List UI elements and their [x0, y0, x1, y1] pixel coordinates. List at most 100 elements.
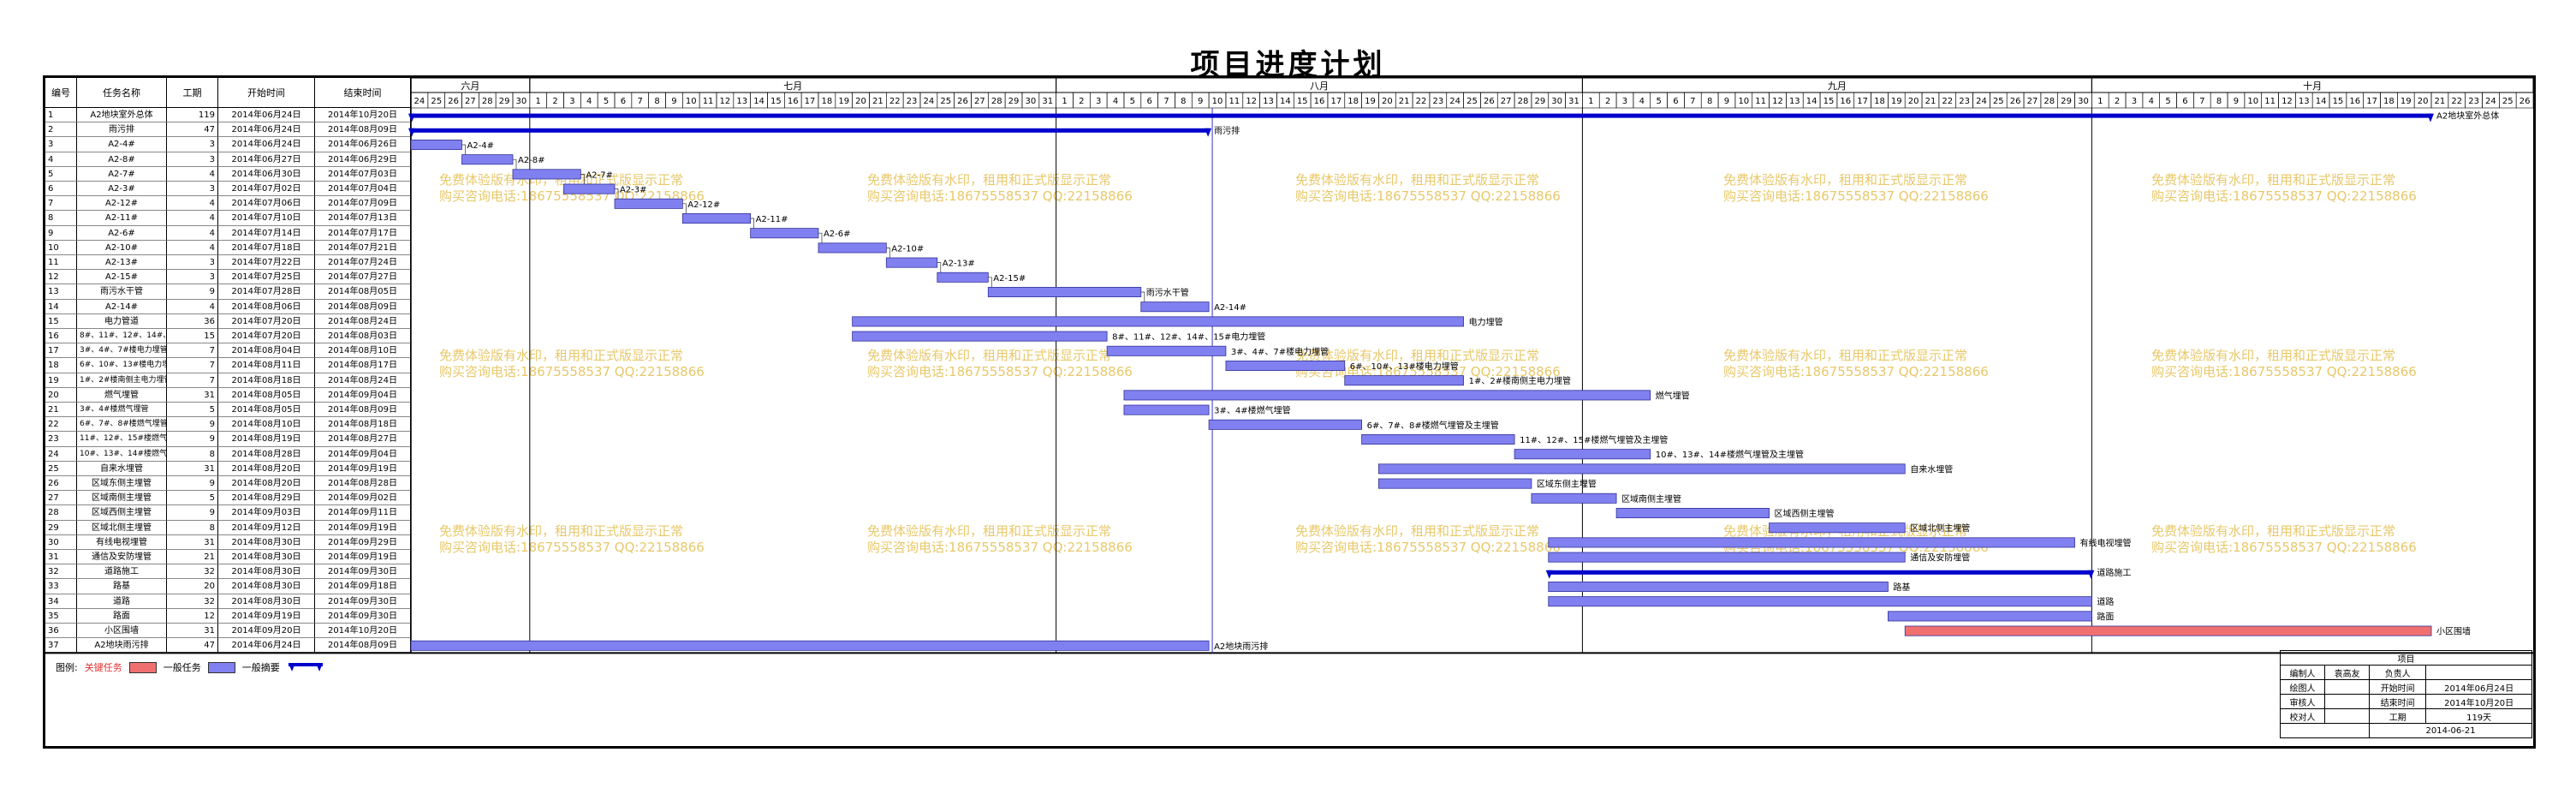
task-bar[interactable] [852, 316, 1464, 327]
watermark: 免费体验版有水印，租用和正式版显示正常购买咨询电话:18675558537 QQ… [867, 523, 1133, 556]
gantt-bar-group[interactable]: A2地块室外总体 [408, 110, 2499, 122]
gantt-bar-group[interactable]: A2-3# [563, 183, 647, 195]
task-bar[interactable] [1208, 419, 1362, 430]
gantt-bar-group[interactable]: A2-6# [750, 228, 851, 240]
gantt-bar-group[interactable]: A2-11# [681, 212, 788, 224]
gantt-bar-group[interactable]: 区域西侧主埋管 [1615, 507, 1835, 519]
gantt-bar-group[interactable]: 道路施工 [1545, 567, 2132, 579]
task-name: 燃气埋管 [77, 387, 167, 403]
gantt-bar-group[interactable]: 通信及安防埋管 [1548, 552, 1970, 564]
task-bar[interactable] [1140, 301, 1210, 313]
task-bar[interactable] [1361, 433, 1515, 445]
col-header-id: 编号 [45, 78, 77, 108]
gantt-bar-group[interactable]: 1#、2#楼南侧主电力埋管 [1344, 375, 1571, 386]
task-bar[interactable] [987, 286, 1142, 297]
task-bar[interactable] [1378, 463, 1906, 475]
gantt-bar-group[interactable]: A2-4# [410, 140, 494, 151]
month-label: 七月 [783, 81, 802, 92]
critical-task-bar[interactable] [1904, 625, 2432, 636]
gantt-bar-group[interactable]: 区域北侧主埋管 [1769, 522, 1971, 534]
summary-bar[interactable] [1548, 570, 2092, 575]
gantt-bar-group[interactable]: 电力埋管 [852, 316, 1503, 327]
gantt-bar-group[interactable]: A2-13# [885, 257, 975, 269]
task-id: 22 [45, 417, 77, 433]
task-bar[interactable] [512, 169, 581, 180]
task-bar[interactable] [410, 640, 1210, 651]
gantt-bar-group[interactable]: 6#、10#、13#楼电力埋管 [1225, 360, 1459, 372]
task-bar[interactable] [1225, 360, 1346, 371]
gantt-bar-group[interactable]: 3#、4#、7#楼电力埋管 [1106, 345, 1329, 357]
task-name: A2-12# [77, 196, 167, 212]
task-bar[interactable] [1344, 375, 1464, 386]
info-checker-label: 校对人 [2279, 708, 2326, 724]
day-label: 25 [431, 97, 442, 106]
gantt-bar-group[interactable]: A2-15# [937, 272, 1026, 284]
task-duration: 3 [167, 137, 218, 152]
gantt-bar-group[interactable]: A2-7# [512, 169, 613, 181]
task-bar[interactable] [1548, 596, 2092, 607]
gantt-bar-group[interactable]: 雨污排 [408, 125, 1240, 137]
task-start: 2014年08月30日 [218, 564, 315, 580]
task-bar[interactable] [1378, 478, 1532, 489]
task-bar[interactable] [1123, 390, 1651, 401]
task-bar[interactable] [1123, 404, 1210, 415]
task-bar[interactable] [852, 331, 1108, 342]
task-bar[interactable] [1615, 507, 1770, 518]
bar-label: A2-11# [756, 215, 788, 224]
gantt-bar-group[interactable]: 6#、7#、8#楼燃气埋管及主埋管 [1208, 419, 1499, 431]
task-bar[interactable] [1548, 582, 1889, 593]
task-name: A2-7# [77, 166, 167, 182]
task-bar[interactable] [818, 242, 887, 254]
task-bar[interactable] [885, 257, 938, 268]
gantt-bar-group[interactable]: 10#、13#、14#楼燃气埋管及主埋管 [1514, 449, 1804, 460]
gantt-bar-group[interactable]: 道路 [1548, 596, 2115, 607]
task-bar[interactable] [750, 228, 819, 239]
task-bar[interactable] [1769, 522, 1906, 534]
summary-bar[interactable] [411, 113, 2432, 118]
task-start: 2014年07月20日 [218, 329, 315, 344]
gantt-bar-group[interactable]: 雨污水干管 [987, 286, 1189, 298]
watermark-line: 免费体验版有水印，租用和正式版显示正常 [439, 523, 684, 539]
gantt-bar-group[interactable]: 小区围墙 [1904, 625, 2471, 637]
gantt-bar-group[interactable]: A2-8# [461, 154, 545, 166]
task-bar[interactable] [1106, 345, 1227, 356]
gantt-bar-group[interactable]: A2-10# [818, 242, 924, 254]
gantt-bar-group[interactable]: 8#、11#、12#、14#、15#电力埋管 [852, 331, 1266, 343]
gantt-bar-group[interactable]: A2地块雨污排 [410, 640, 1268, 652]
task-bar[interactable] [614, 198, 683, 209]
gantt-bar-group[interactable]: A2-14# [1140, 301, 1246, 313]
task-bar[interactable] [1531, 493, 1617, 504]
day-label: 17 [1857, 97, 1868, 106]
gantt-bar-group[interactable]: 路基 [1548, 582, 1911, 593]
task-start: 2014年08月30日 [218, 594, 315, 609]
info-drawer [2324, 679, 2371, 695]
gantt-bar-group[interactable]: 区域南侧主埋管 [1531, 493, 1681, 504]
task-start: 2014年08月10日 [218, 417, 315, 433]
task-bar[interactable] [937, 272, 989, 283]
gantt-sheet: 免费体验版有水印，租用和正式版显示正常购买咨询电话:18675558537 QQ… [43, 75, 2536, 749]
day-label: 22 [1416, 97, 1427, 106]
gantt-bar-group[interactable]: A2-12# [614, 198, 720, 210]
legend-normal-label: 一般任务 [163, 662, 201, 673]
task-bar[interactable] [1548, 537, 2075, 548]
gantt-bar-group[interactable]: 有线电视埋管 [1548, 537, 2132, 548]
task-bar[interactable] [563, 183, 616, 194]
gantt-bar-group[interactable]: 路面 [1887, 611, 2114, 622]
task-id: 5 [45, 166, 77, 182]
task-name: A2-3# [77, 182, 167, 197]
gantt-bar-group[interactable]: 区域东侧主埋管 [1378, 478, 1597, 490]
dependency-link [750, 218, 754, 229]
gantt-bar-group[interactable]: 3#、4#楼燃气埋管 [1123, 404, 1291, 416]
task-bar[interactable] [461, 154, 514, 165]
gantt-bar-group[interactable]: 燃气埋管 [1123, 390, 1690, 401]
gantt-bar-group[interactable]: 自来水埋管 [1378, 463, 1953, 475]
task-bar[interactable] [681, 212, 752, 224]
day-label: 28 [1518, 97, 1529, 106]
task-bar[interactable] [1887, 611, 2092, 622]
task-bar[interactable] [1514, 449, 1651, 460]
day-label: 10 [2247, 97, 2258, 106]
summary-bar[interactable] [411, 128, 1210, 133]
task-bar[interactable] [1548, 552, 1906, 563]
task-bar[interactable] [410, 140, 462, 151]
gantt-bar-group[interactable]: 11#、12#、15#楼燃气埋管及主埋管 [1361, 433, 1669, 445]
